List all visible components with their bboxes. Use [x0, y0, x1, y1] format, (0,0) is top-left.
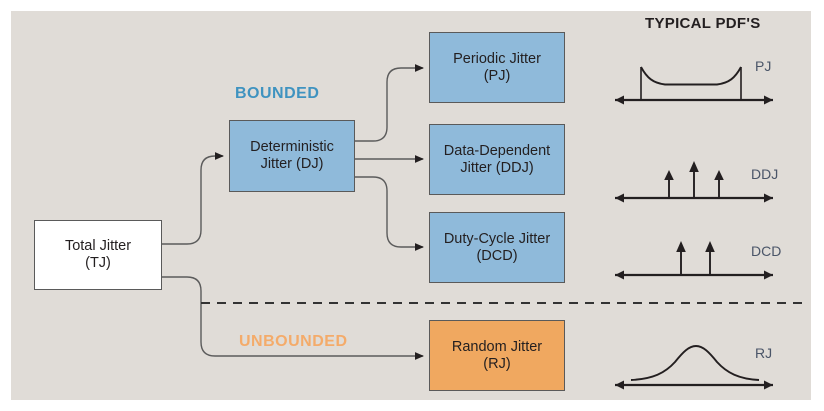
- label-unbounded: UNBOUNDED: [239, 333, 348, 350]
- pdf-label-pj: PJ: [755, 58, 772, 74]
- label-bounded: BOUNDED: [235, 85, 320, 102]
- node-random-jitter-line2: (RJ): [483, 355, 511, 372]
- node-deterministic-jitter-line1: Deterministic: [250, 139, 334, 155]
- node-data-dependent-jitter[interactable]: Data-Dependent Jitter (DDJ): [429, 124, 565, 195]
- pdf-ddj-impulse-left-head: [664, 170, 674, 180]
- pdf-plot-ddj: [607, 158, 787, 206]
- edge-dj-pj: [355, 64, 424, 142]
- edge-tj-rj: [162, 276, 424, 360]
- pdf-label-rj: RJ: [755, 345, 773, 361]
- pdf-rj-axis-arrow-right: [764, 380, 773, 390]
- node-deterministic-jitter-line2: Jitter (DJ): [260, 156, 324, 172]
- pdf-ddj-impulse-right-head: [714, 170, 724, 180]
- pdf-plot-dcd: [607, 235, 787, 283]
- pdf-label-dcd: DCD: [751, 243, 782, 259]
- pdf-ddj-axis-arrow-left: [615, 193, 624, 203]
- pdf-pj-curve: [640, 66, 742, 86]
- node-periodic-jitter-line1: Periodic Jitter: [453, 50, 541, 67]
- pdf-pj-axis-arrow-right: [764, 95, 773, 105]
- pdf-ddj-impulse-center-head: [689, 161, 699, 172]
- node-data-dependent-jitter-line1: Data-Dependent: [443, 142, 551, 159]
- node-duty-cycle-jitter-line1: Duty-Cycle Jitter: [443, 230, 551, 247]
- node-deterministic-jitter[interactable]: Deterministic Jitter (DJ): [229, 120, 355, 192]
- node-duty-cycle-jitter[interactable]: Duty-Cycle Jitter (DCD): [429, 212, 565, 283]
- pdf-plot-pj: [607, 54, 787, 106]
- pdf-label-ddj: DDJ: [751, 166, 779, 182]
- edge-dj-dcd: [355, 176, 424, 251]
- pdf-dcd-axis-arrow-left: [615, 270, 624, 280]
- node-periodic-jitter-line2: (PJ): [483, 67, 511, 84]
- node-random-jitter-line1: Random Jitter: [451, 338, 543, 355]
- pdf-pj-axis-arrow-left: [615, 95, 624, 105]
- pdf-ddj-axis-arrow-right: [764, 193, 773, 203]
- node-random-jitter[interactable]: Random Jitter (RJ): [429, 320, 565, 391]
- pdf-dcd-axis-arrow-right: [764, 270, 773, 280]
- node-total-jitter-line2: (TJ): [85, 255, 111, 271]
- pdf-plot-rj: [607, 335, 787, 393]
- diagram-panel: Total Jitter (TJ) Deterministic Jitter (…: [11, 11, 811, 400]
- edge-tj-dj: [162, 152, 224, 245]
- node-total-jitter[interactable]: Total Jitter (TJ): [34, 220, 162, 290]
- pdf-rj-axis-arrow-left: [615, 380, 624, 390]
- pdf-dcd-impulse-right-head: [705, 241, 715, 252]
- connector-wires: [162, 64, 809, 360]
- page-title: TYPICAL PDF'S: [645, 15, 761, 32]
- pdf-rj-curve: [630, 345, 760, 381]
- node-data-dependent-jitter-line2: Jitter (DDJ): [460, 159, 534, 176]
- pdf-dcd-impulse-left-head: [676, 241, 686, 252]
- node-periodic-jitter[interactable]: Periodic Jitter (PJ): [429, 32, 565, 103]
- node-total-jitter-line1: Total Jitter: [64, 238, 132, 254]
- node-duty-cycle-jitter-line2: (DCD): [476, 247, 518, 264]
